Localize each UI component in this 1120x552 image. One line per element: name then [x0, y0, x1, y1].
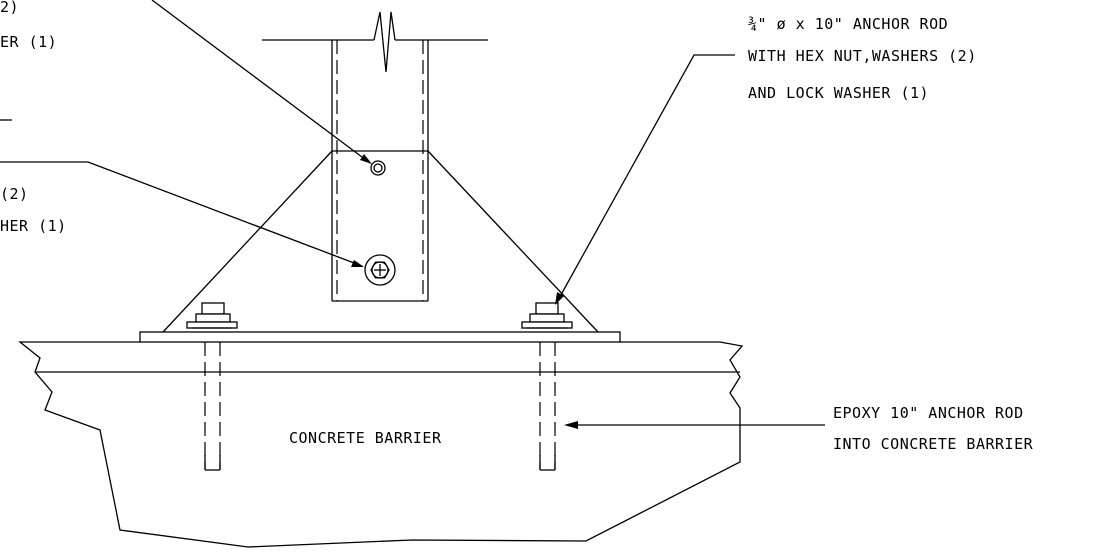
leader-line: [556, 54, 735, 303]
leader-epoxy: [564, 421, 825, 429]
gusset-right: [427, 150, 599, 333]
washer: [186, 321, 238, 329]
label-mid-left-2: HER (1): [0, 217, 67, 235]
large-bolt: [364, 254, 396, 286]
label-top-left-2: ER (1): [0, 33, 57, 51]
hex-nut: [195, 313, 231, 323]
leader-top-left: [151, 0, 372, 164]
bolt-head-icon: [535, 302, 559, 315]
label-mid-left-1: (2): [0, 185, 29, 203]
washer: [521, 321, 573, 329]
gusset-plates: [162, 150, 599, 333]
arrowhead-icon: [360, 154, 372, 164]
leader-line: [0, 161, 363, 267]
label-anchor-rod-1: ¾" ø x 10" ANCHOR ROD: [748, 15, 948, 33]
label-epoxy-1: EPOXY 10" ANCHOR ROD: [833, 404, 1024, 422]
base-plate: [139, 331, 621, 343]
label-anchor-rod-2: WITH HEX NUT,WASHERS (2): [748, 47, 977, 65]
label-concrete-barrier: CONCRETE BARRIER: [289, 429, 442, 447]
post-tube: [262, 11, 488, 302]
label-anchor-rod-3: AND LOCK WASHER (1): [748, 84, 929, 102]
arrowhead-icon: [351, 260, 364, 267]
plus-in-circle-icon: [371, 261, 389, 279]
leader-line: [151, 0, 371, 164]
hex-nut-outline: [370, 261, 390, 279]
anchor-rod-left: [186, 302, 238, 471]
bolt-outer-circle: [370, 160, 386, 176]
leader-mid-left: [0, 161, 364, 267]
bolt-outer-circle: [364, 254, 396, 286]
hex-nut: [529, 313, 565, 323]
bolt-head-icon: [201, 302, 225, 315]
label-epoxy-2: INTO CONCRETE BARRIER: [833, 435, 1034, 453]
arrowhead-icon: [564, 421, 578, 429]
callout-text: 2) ER (1) (2) HER (1) ¾" ø x 10" ANCHOR …: [0, 0, 1034, 453]
anchor-rod-right: [521, 302, 573, 471]
arrowhead-icon: [555, 292, 564, 305]
break-symbol-icon: [373, 11, 396, 73]
concrete-barrier: [18, 341, 744, 548]
leader-anchor-rod: [555, 54, 735, 305]
small-bolt: [370, 160, 386, 176]
gusset-left: [162, 150, 333, 333]
label-top-left-1: 2): [0, 0, 19, 16]
bolt-inner-circle: [373, 163, 383, 173]
